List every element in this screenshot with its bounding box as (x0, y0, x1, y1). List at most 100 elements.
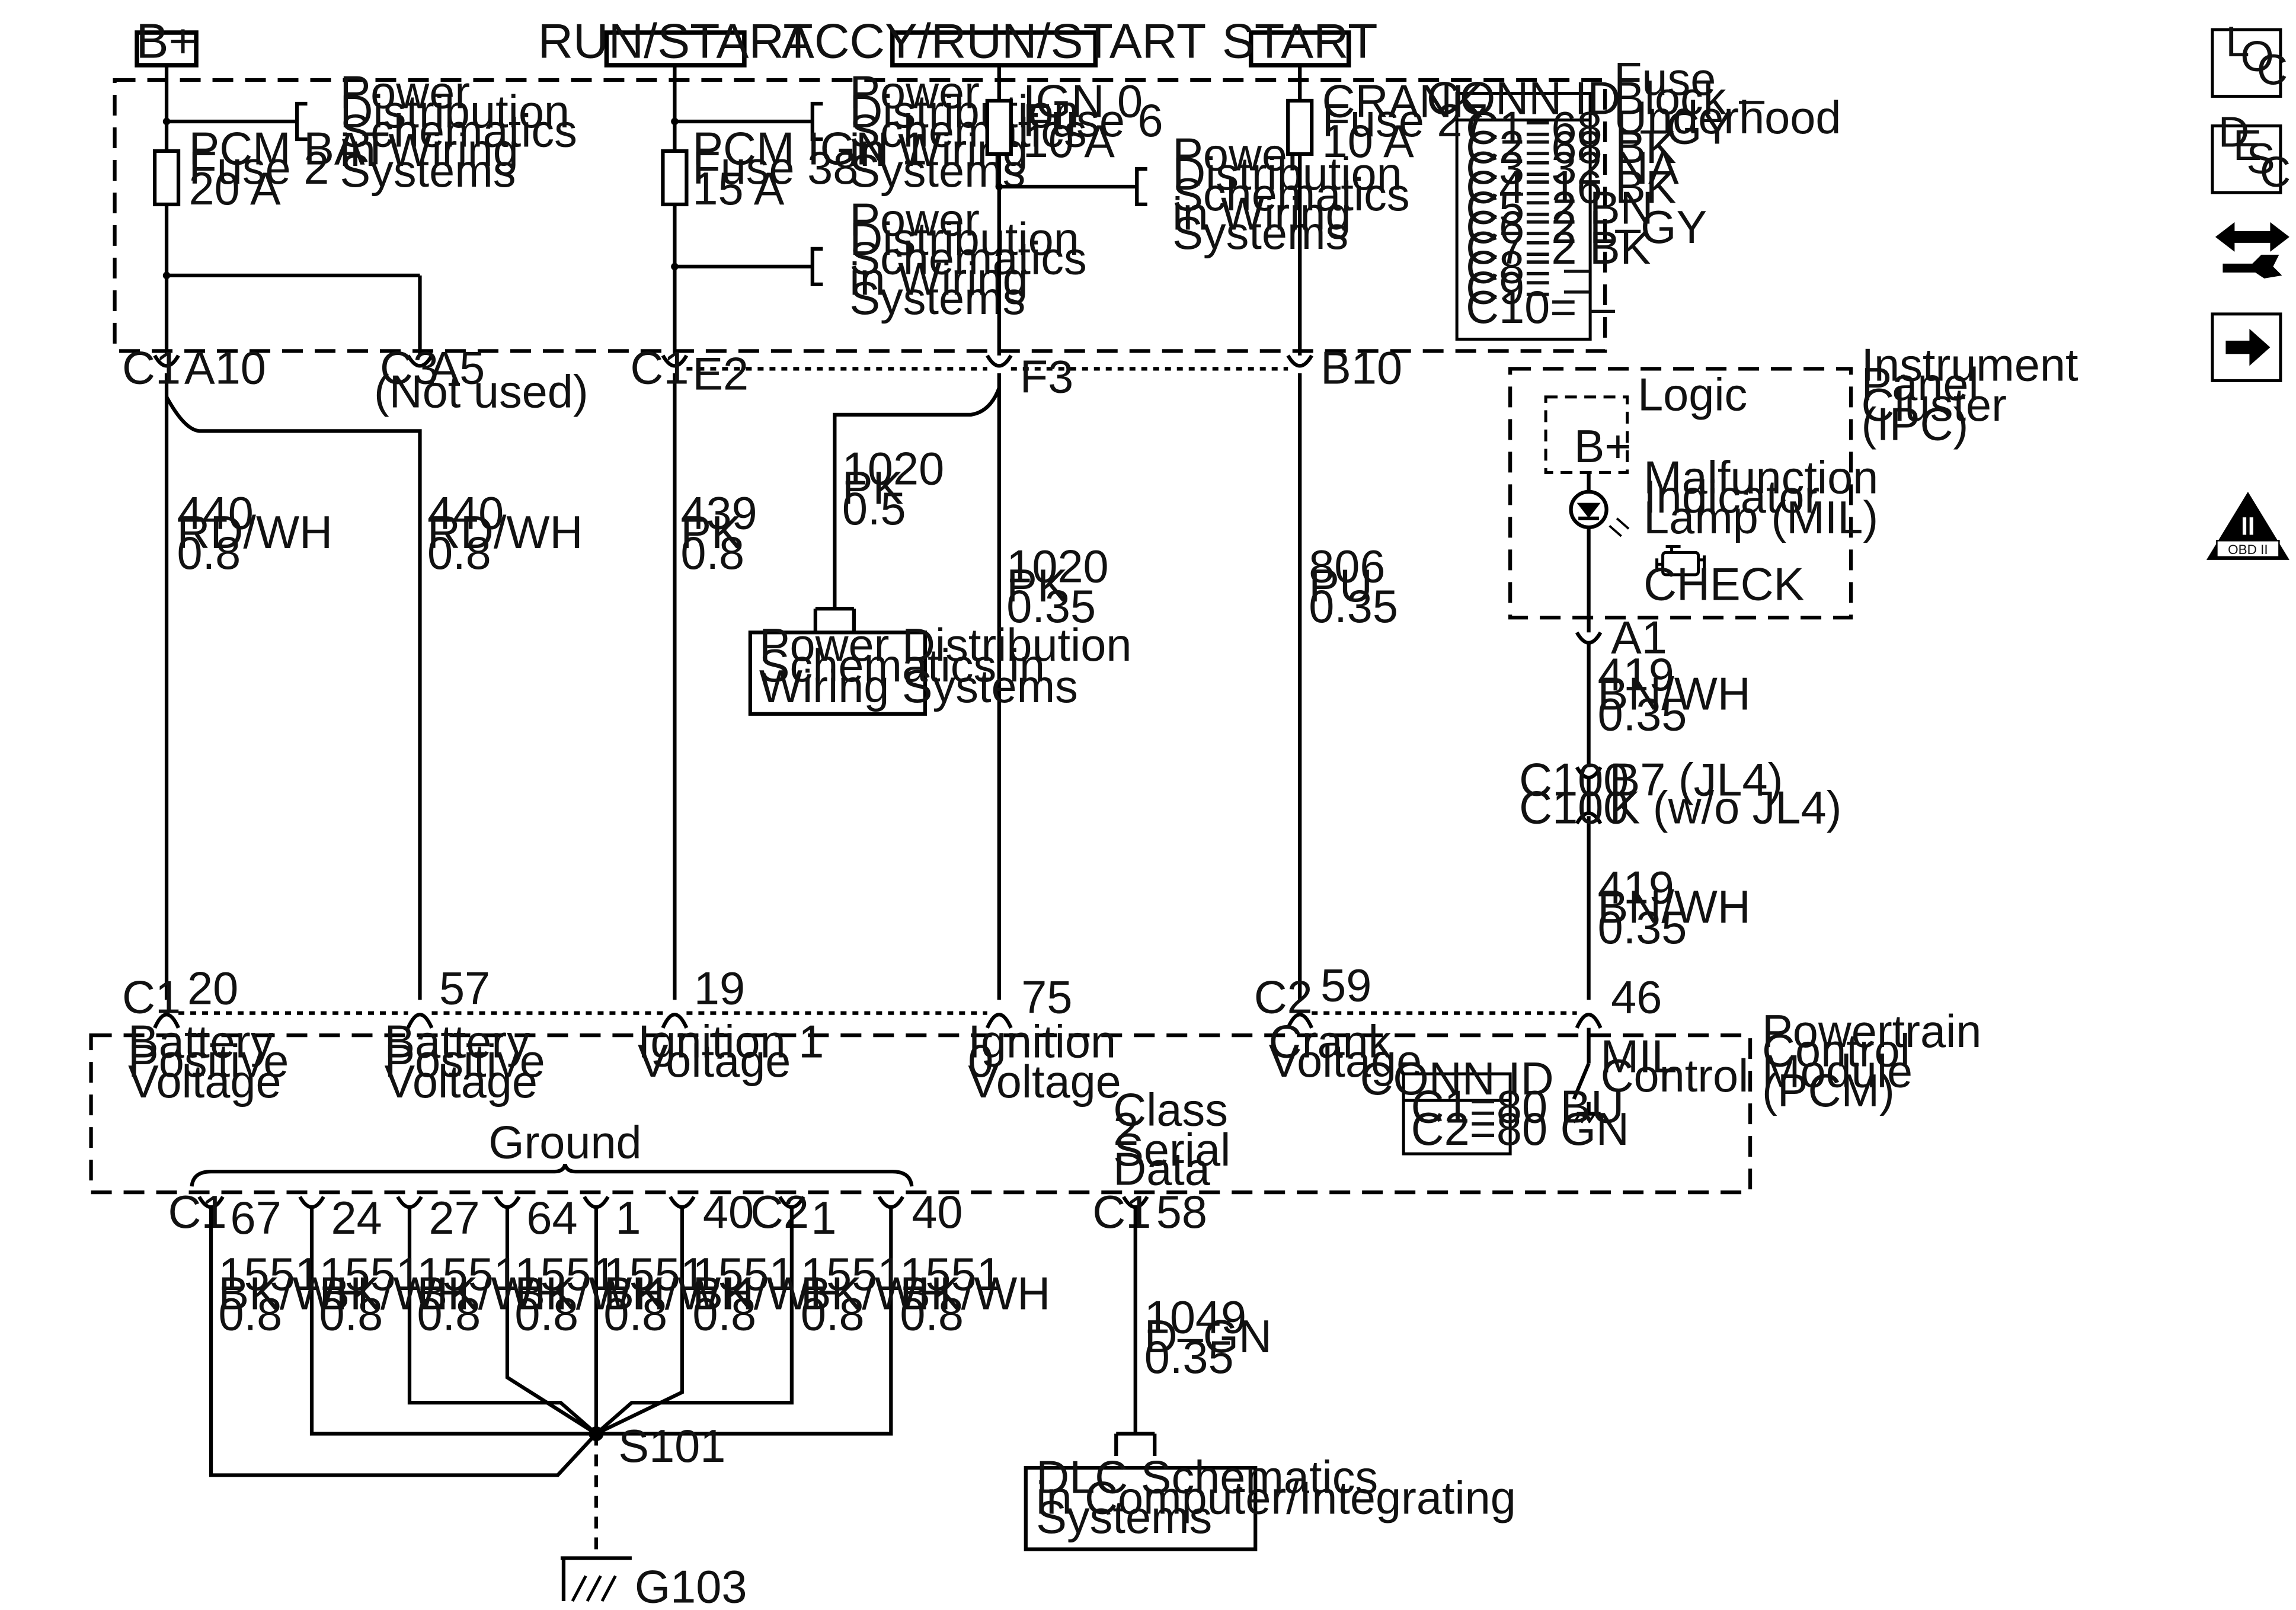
check-label: CHECK (1643, 559, 1804, 610)
fuse-conn-id-row: C7=2 BK (1466, 223, 1651, 274)
mil-label-line: Indicator (1643, 472, 1819, 523)
feed-run-start-label: RUN/START (538, 14, 813, 68)
wire-color: PK (680, 507, 741, 558)
wire-color: BK/WH (692, 1269, 843, 1320)
pcm-mil-switch (1572, 1028, 1601, 1124)
wire-gauge: 0.8 (692, 1289, 756, 1340)
circuit-start (1286, 65, 1314, 1000)
fuse-conn-id-row: C2=68 BK (1466, 122, 1676, 173)
ground-bracket (190, 1163, 914, 1187)
mil-label-line: Lamp (MIL) (1643, 492, 1878, 543)
desc-icon-letter: E (2233, 121, 2262, 169)
obd-numeral: II (2241, 513, 2255, 540)
inline-connector-c100: C100 B7 (JL4) C100 K (w/o JL4) (1519, 754, 1841, 833)
pcm-title: Powertrain Control Module (PCM) (1762, 1006, 1981, 1116)
pin-label: 1 (811, 1193, 836, 1244)
splice-dot (671, 117, 679, 126)
wire-gauge: 0.5 (842, 484, 906, 534)
pin-label: 59 (1320, 961, 1371, 1012)
pcm-func-line: Ignition (968, 1017, 1116, 1068)
wire-440-b: 440 RD/WH 0.8 (427, 488, 583, 578)
wire-circuit-number: 419 (1598, 863, 1674, 914)
ipc-title-line: Instrument (1862, 340, 2078, 391)
pcm-title-line: (PCM) (1762, 1065, 1895, 1116)
pcm-bottom-connectors (197, 1196, 1149, 1209)
pds-ref-line: Schematics (1172, 169, 1409, 220)
obd-text: OBD II (2228, 542, 2268, 557)
fuse-pcm-ign1-label: PCM IGN 1 Fuse 38 15 A (692, 123, 927, 214)
wire-circuit-number: 1551 (417, 1249, 519, 1300)
pin-label: A1 (1611, 612, 1667, 663)
circuit-accy-run-start (813, 65, 1147, 1000)
connector-label: C1 (122, 343, 181, 393)
fuse-label-line: Fuse 27 (1322, 95, 1488, 146)
engine-icon (1655, 545, 1706, 577)
pcm-func-line: Voltage (1269, 1036, 1422, 1087)
wire-circuit-number: 1551 (801, 1249, 903, 1300)
wire-440-a: 440 RD/WH 0.8 (177, 488, 332, 578)
pcm-func-line: Positive (128, 1036, 289, 1087)
fuse-conn-id-row: C9= – (1466, 263, 1590, 313)
circuit-run-start (661, 65, 823, 1000)
fuse-block-title: Fuse Block – Underhood (1614, 54, 1841, 143)
dlc-reference-box[interactable]: DLC Schematics in Computer/Integrating S… (1024, 1452, 1516, 1551)
pcm-func-ign1: Ignition 1 Voltage (638, 1017, 824, 1087)
pcm-func-mil: MIL Control (1601, 1032, 1749, 1102)
wire-color: BK/WH (603, 1269, 754, 1320)
wire-circuit-number: 1551 (319, 1249, 421, 1300)
circuit-mil (1575, 631, 1603, 1000)
pds-reference-box[interactable]: Power Distribution Schematics in Wiring … (748, 620, 1132, 716)
splice-s101-dot (589, 1426, 604, 1442)
wire-color: RD/WH (427, 507, 583, 558)
pcm-conn-id-row: C2=80 GN (1411, 1104, 1629, 1155)
wire-color: D–GN (1144, 1311, 1272, 1362)
wire-circuit-number: 440 (177, 488, 254, 539)
pds-ref-line: Distribution (849, 87, 1079, 137)
fuse-crank-label: CRANK Fuse 27 10 A (1322, 76, 1488, 167)
wire-color: BN/WH (1598, 668, 1751, 719)
wire-439: 439 PK 0.8 (680, 488, 757, 578)
wrench-arrows-icon[interactable] (2215, 222, 2289, 279)
mil-lamp (1569, 472, 1630, 633)
arrow-right-icon[interactable] (2211, 312, 2282, 382)
fuse-label-line: 20 A (189, 164, 281, 215)
desc-icon-letter: S (2246, 135, 2275, 183)
ipc-border (1508, 367, 1853, 620)
mil-label: Malfunction Indicator Lamp (MIL) (1643, 452, 1878, 543)
feed-accy-run-start-label: ACCY/RUN/START (782, 14, 1206, 68)
fuse-pcm-bat-label: PCM BAT Fuse 2 20 A (189, 123, 390, 214)
pcm-border (89, 1033, 1753, 1195)
pin-label: 46 (1611, 972, 1662, 1023)
loc-icon[interactable]: L O C (2211, 18, 2288, 98)
connector-label: C100 (1519, 754, 1629, 805)
splice-dot (162, 271, 171, 280)
wire-circuit-number: 1551 (692, 1249, 794, 1300)
pcm-func-class2: Class 2 Serial Data (1113, 1085, 1230, 1195)
fuse-label-line: Fuse 2 (189, 143, 330, 194)
wire-1049: 1049 D–GN 0.35 (1144, 1292, 1272, 1383)
fuse-conn-id-row: C8= – (1466, 242, 1590, 293)
wire-color: BK/WH (801, 1269, 951, 1320)
pcm-func-line: 0 (968, 1036, 993, 1087)
connector-label: C2 (1254, 972, 1313, 1023)
logic-label: Logic (1638, 369, 1747, 420)
desc-icon[interactable]: D E S C (2211, 108, 2291, 196)
wire-gauge: 0.35 (1598, 689, 1687, 740)
wire-806: 806 PU 0.35 (1309, 541, 1398, 632)
wire-gauge: 0.8 (427, 528, 491, 579)
pds-ref-line: Power (849, 67, 980, 118)
splice-dot (995, 183, 1003, 191)
circuit-b-plus (152, 65, 422, 1000)
fuse-connector-row (153, 354, 1313, 371)
wire-color: PK (1006, 561, 1067, 612)
pcm-func-line: Voltage (384, 1057, 537, 1108)
pds-ref-3: Power Distribution Schematics in Wiring … (849, 194, 1086, 324)
wire-color: PU (1309, 561, 1373, 612)
pin-label: A5 (428, 343, 485, 393)
ipc-title-line: Cluster (1862, 380, 2007, 431)
pin-label: 19 (694, 964, 745, 1014)
mil-label-line: Malfunction (1643, 452, 1878, 503)
pcm-func-line: 2 (1113, 1104, 1139, 1155)
connector-label: C1 (122, 972, 181, 1023)
wire-gauge: 0.35 (1006, 581, 1096, 632)
